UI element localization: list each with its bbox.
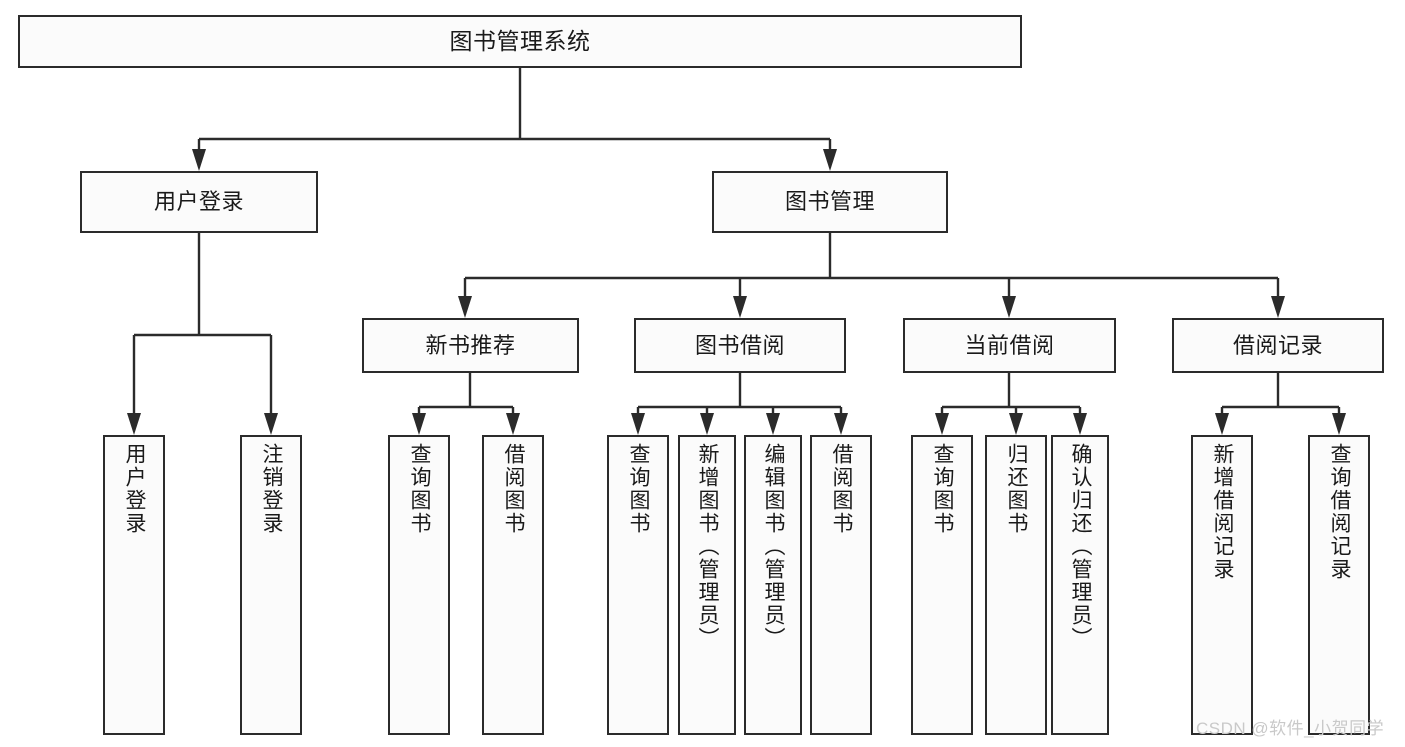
node-leaf-query-book-2[interactable]: 查询图书 bbox=[607, 435, 669, 735]
node-label: 图书管理 bbox=[784, 189, 875, 215]
edge-book-borrow-children-arrowhead-1 bbox=[700, 413, 714, 435]
edge-book-borrow-children-arrowhead-0 bbox=[631, 413, 645, 435]
node-label: 当前借阅 bbox=[964, 332, 1055, 358]
node-leaf-edit-book[interactable]: 编辑图书（管理员） bbox=[744, 435, 802, 735]
node-label: 归还图书 bbox=[1005, 443, 1029, 535]
node-label: 新书推荐 bbox=[425, 332, 516, 358]
edge-book-manage-children-arrowhead-2 bbox=[1002, 296, 1016, 318]
edge-book-borrow-children-arrowhead-2 bbox=[766, 413, 780, 435]
node-leaf-confirm-return[interactable]: 确认归还（管理员） bbox=[1051, 435, 1109, 735]
edge-borrow-record-children-arrowhead-1 bbox=[1332, 413, 1346, 435]
node-borrow-record[interactable]: 借阅记录 bbox=[1172, 318, 1384, 373]
node-label: 查询图书 bbox=[408, 443, 432, 535]
node-user-login[interactable]: 用户登录 bbox=[80, 171, 318, 233]
edge-book-borrow-children-arrowhead-3 bbox=[834, 413, 848, 435]
node-leaf-add-book[interactable]: 新增图书（管理员） bbox=[678, 435, 736, 735]
node-label: 用户登录 bbox=[153, 189, 244, 215]
edge-borrow-record-children-arrowhead-0 bbox=[1215, 413, 1229, 435]
node-label: 用户登录 bbox=[123, 443, 147, 535]
edge-current-borrow-children-arrowhead-0 bbox=[935, 413, 949, 435]
node-label: 借阅记录 bbox=[1232, 332, 1323, 358]
edge-new-book-rec-children-arrowhead-1 bbox=[506, 413, 520, 435]
node-leaf-logout[interactable]: 注销登录 bbox=[240, 435, 302, 735]
node-leaf-query-record[interactable]: 查询借阅记录 bbox=[1308, 435, 1370, 735]
edge-root-to-level1-arrowhead-0 bbox=[192, 149, 206, 171]
node-leaf-return-book[interactable]: 归还图书 bbox=[985, 435, 1047, 735]
node-leaf-borrow-book-1[interactable]: 借阅图书 bbox=[482, 435, 544, 735]
node-label: 新增借阅记录 bbox=[1211, 443, 1235, 581]
node-book-borrow[interactable]: 图书借阅 bbox=[634, 318, 846, 373]
node-label: 查询图书 bbox=[931, 443, 955, 535]
node-leaf-add-record[interactable]: 新增借阅记录 bbox=[1191, 435, 1253, 735]
node-root[interactable]: 图书管理系统 bbox=[18, 15, 1022, 68]
node-label: 注销登录 bbox=[260, 443, 284, 535]
node-label: 确认归还（管理员） bbox=[1069, 443, 1093, 650]
edge-root-to-level1-arrowhead-1 bbox=[823, 149, 837, 171]
edge-user-login-children-arrowhead-0 bbox=[127, 413, 141, 435]
node-label: 借阅图书 bbox=[830, 443, 854, 535]
node-label: 查询借阅记录 bbox=[1328, 443, 1352, 581]
node-leaf-user-login[interactable]: 用户登录 bbox=[103, 435, 165, 735]
edge-new-book-rec-children-arrowhead-0 bbox=[412, 413, 426, 435]
node-leaf-borrow-book-2[interactable]: 借阅图书 bbox=[810, 435, 872, 735]
node-label: 查询图书 bbox=[627, 443, 651, 535]
node-label: 图书借阅 bbox=[694, 332, 785, 358]
node-leaf-query-book-3[interactable]: 查询图书 bbox=[911, 435, 973, 735]
edge-book-manage-children-arrowhead-3 bbox=[1271, 296, 1285, 318]
node-new-book-rec[interactable]: 新书推荐 bbox=[362, 318, 579, 373]
edge-book-manage-children-arrowhead-0 bbox=[458, 296, 472, 318]
edge-user-login-children-arrowhead-1 bbox=[264, 413, 278, 435]
edge-current-borrow-children-arrowhead-2 bbox=[1073, 413, 1087, 435]
node-book-manage[interactable]: 图书管理 bbox=[712, 171, 948, 233]
node-label: 编辑图书（管理员） bbox=[762, 443, 786, 650]
node-label: 新增图书（管理员） bbox=[696, 443, 720, 650]
node-label: 图书管理系统 bbox=[449, 27, 591, 54]
edge-book-manage-children-arrowhead-1 bbox=[733, 296, 747, 318]
csdn-watermark: CSDN @软件_小贺同学 bbox=[1196, 719, 1385, 738]
node-label: 借阅图书 bbox=[502, 443, 526, 535]
node-leaf-query-book-1[interactable]: 查询图书 bbox=[388, 435, 450, 735]
node-current-borrow[interactable]: 当前借阅 bbox=[903, 318, 1116, 373]
edge-current-borrow-children-arrowhead-1 bbox=[1009, 413, 1023, 435]
